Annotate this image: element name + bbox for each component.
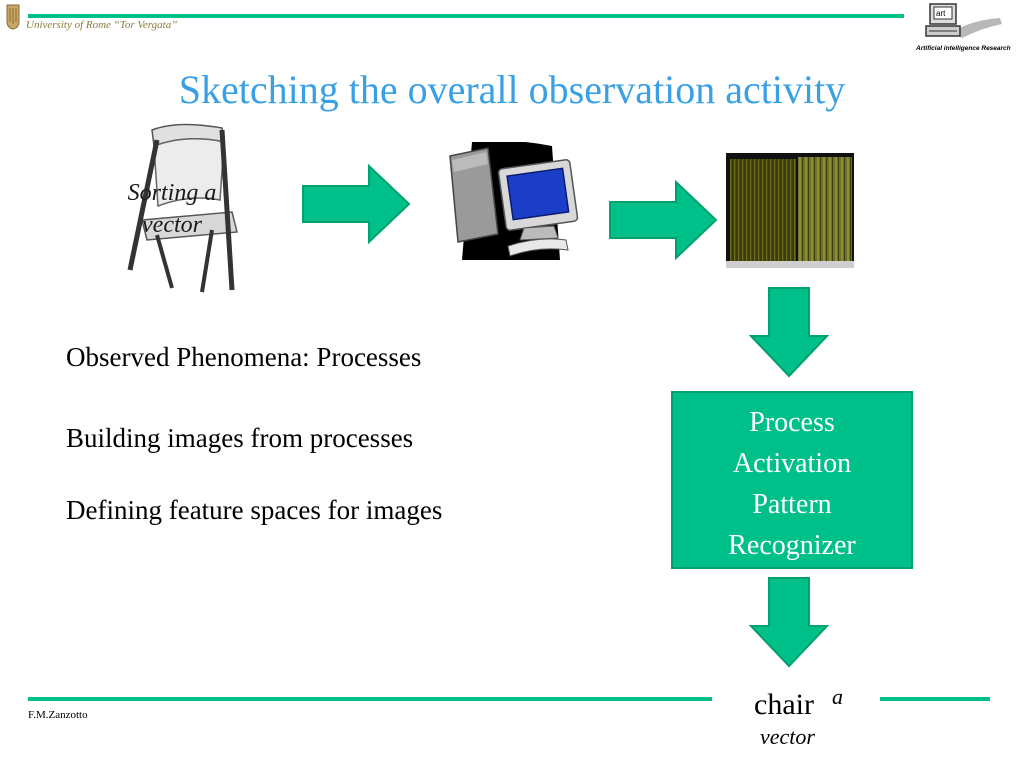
chair-image	[127, 123, 238, 293]
slide-title: Sketching the overall observation activi…	[178, 67, 846, 112]
output-chair-label: chair	[754, 688, 814, 721]
art-logo: art Artificial intelligence Research	[912, 2, 1016, 56]
top-rule	[28, 14, 904, 18]
arrow-down-icon	[749, 577, 829, 668]
sorting-vector-label: Sorting a vector	[112, 177, 232, 241]
process-line-2: Activation	[732, 448, 852, 479]
arrow-down-icon	[749, 287, 829, 378]
arrow-right-icon	[609, 180, 718, 260]
process-line-4: Recognizer	[728, 530, 856, 561]
art-logo-icon: art Artificial intelligence Research	[915, 3, 1011, 52]
university-name: University of Rome “Tor Vergata”	[26, 19, 178, 31]
sorting-label-line1: Sorting a	[127, 180, 217, 206]
process-recognizer-box: Process Activation Pattern Recognizer	[671, 391, 913, 569]
bullet-feature-spaces: Defining feature spaces for images	[66, 495, 443, 525]
arrow-right-icon	[302, 164, 411, 244]
output-vector-label: vector	[760, 724, 815, 744]
bottom-rule-left	[28, 697, 712, 701]
process-line-1: Process	[749, 407, 835, 438]
sorting-label-line2: vector	[142, 212, 202, 238]
author-name: F.M.Zanzotto	[28, 709, 88, 721]
computer-icon	[449, 142, 579, 260]
process-line-3: Pattern	[752, 489, 832, 520]
logo-badge: art	[936, 9, 946, 18]
bullet-observed-phenomena: Observed Phenomena: Processes	[66, 342, 422, 372]
activation-heatmap-image	[726, 153, 854, 268]
output-a-label: a	[832, 684, 843, 709]
logo-caption: Artificial intelligence Research	[915, 45, 1011, 52]
university-shield-icon	[6, 4, 20, 30]
bottom-rule-right	[880, 697, 990, 701]
bullet-building-images: Building images from processes	[66, 423, 414, 453]
